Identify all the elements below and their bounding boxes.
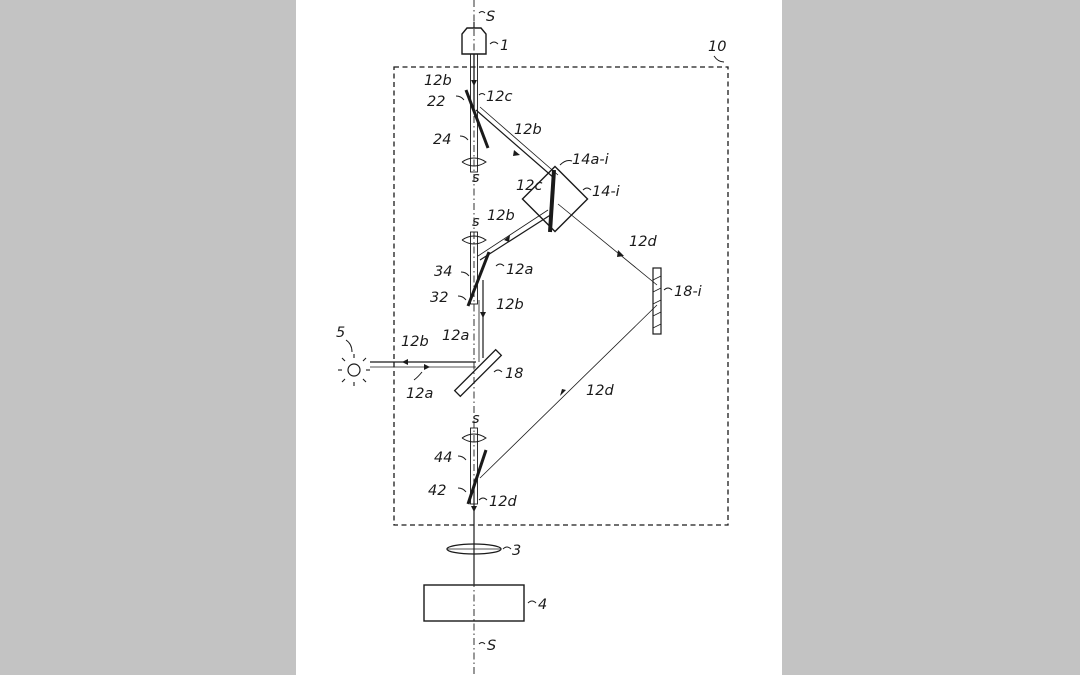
label-beam-12c-top: 12c (486, 89, 512, 105)
arrow-down-mid (480, 312, 486, 318)
label-mirror-32: 32 (430, 290, 448, 306)
light-source-5 (338, 354, 370, 386)
mirror-22 (464, 89, 490, 149)
label-beam-12a-upper: 12a (506, 262, 533, 278)
arrow-down-bottom (471, 506, 477, 512)
label-source-5: 5 (336, 325, 345, 341)
detector-4-leader (527, 600, 537, 604)
label-beam-12d-bottom: 12d (489, 494, 517, 510)
label-beam-12b-left: 12b (401, 334, 429, 350)
label-beam-12c-mid: 12c (516, 178, 542, 194)
arrow-12d-lower (560, 389, 566, 396)
source-5-leader (345, 339, 353, 353)
patent-sheet: S 1 10 12b 22 12c 24 12b s 14a-i 12c 14-… (296, 0, 782, 675)
label-box-10: 10 (708, 39, 726, 55)
rotation-symbol-1 (461, 157, 487, 167)
label-mirror-34: 34 (434, 264, 452, 280)
rotation-symbol-2 (461, 235, 487, 245)
arrow-diag-top (513, 150, 520, 156)
detector-4 (423, 584, 525, 622)
box-10-leader (713, 55, 725, 63)
label-mirror-22: 22 (427, 94, 445, 110)
label-beam-12b-mid: 12b (487, 208, 515, 224)
s-top-leader (478, 11, 486, 14)
optical-schematic: S 1 10 12b 22 12c 24 12b s 14a-i 12c 14-… (336, 0, 729, 675)
rotation-shaft-middle (470, 231, 478, 305)
label-detector-4: 4 (538, 597, 547, 613)
mirror-42 (466, 449, 488, 505)
beam-12a-bottom-leader (413, 371, 423, 381)
beam-12d-bottom-leader (478, 497, 488, 501)
splitter-18-leader (493, 369, 503, 373)
label-filter-14-i: 14-i (592, 184, 620, 200)
arrow-return (504, 235, 510, 242)
beam-12a-return (477, 209, 549, 257)
label-lens-3: 3 (512, 543, 521, 559)
label-filter-14a-i: 14a-i (572, 152, 609, 168)
rotation-symbol-3 (461, 433, 487, 443)
beam-12d-upper (557, 203, 658, 286)
mirror-32 (466, 251, 491, 307)
lens-3 (446, 543, 502, 555)
objective-leader (489, 41, 499, 45)
objective-1 (461, 27, 487, 55)
mirror-18-i (652, 267, 662, 335)
label-mirror-24: 24 (433, 132, 451, 148)
housing-box-10 (393, 66, 729, 526)
label-s-bottom: S (487, 638, 496, 654)
mirror-22-leader (455, 95, 465, 101)
label-beam-12d-lower: 12d (586, 383, 614, 399)
arrow-down-top (471, 80, 477, 86)
label-axis-s-1: s (472, 170, 480, 186)
beam-12c-diag (479, 106, 559, 176)
beam-12b-return (479, 213, 553, 261)
label-axis-s-3: s (472, 411, 480, 427)
beam-12d-lower (479, 304, 658, 479)
lens-3-leader (502, 546, 512, 550)
label-beam-12b-lower: 12b (496, 297, 524, 313)
label-objective-1: 1 (500, 38, 509, 54)
label-splitter-18: 18 (505, 366, 523, 382)
label-mirror-42: 42 (428, 483, 446, 499)
label-axis-s-2: s (472, 214, 480, 230)
filter-14a-i (548, 169, 556, 233)
label-mirror-44: 44 (434, 450, 452, 466)
label-s-top: S (486, 9, 495, 25)
mirror-34-leader (460, 271, 470, 277)
filter-14-leader (582, 187, 592, 191)
label-beam-12b-diag: 12b (514, 122, 542, 138)
arrow-left (402, 359, 408, 365)
label-beam-12d-upper: 12d (629, 234, 657, 250)
filter-14a-leader (559, 160, 573, 166)
mirror-44-leader (457, 455, 467, 461)
label-beam-12a-bottom: 12a (406, 386, 433, 402)
beam-splitter-18 (453, 348, 503, 398)
arrow-12d-upper (617, 250, 624, 257)
mirror-24-leader (459, 135, 469, 141)
beam-12b-diag (475, 109, 555, 179)
label-beam-12a-left-v: 12a (442, 328, 469, 344)
mirror-18i-leader (663, 287, 673, 291)
mirror-32-leader (457, 295, 467, 301)
arrow-right (424, 364, 430, 370)
beam-12c-top-leader (478, 93, 486, 96)
label-mirror-18-i: 18-i (674, 284, 702, 300)
beam-12a-leader (495, 263, 505, 267)
s-bottom-leader (478, 642, 486, 645)
mirror-42-leader (457, 487, 467, 493)
label-beam-12b-top: 12b (424, 73, 452, 89)
